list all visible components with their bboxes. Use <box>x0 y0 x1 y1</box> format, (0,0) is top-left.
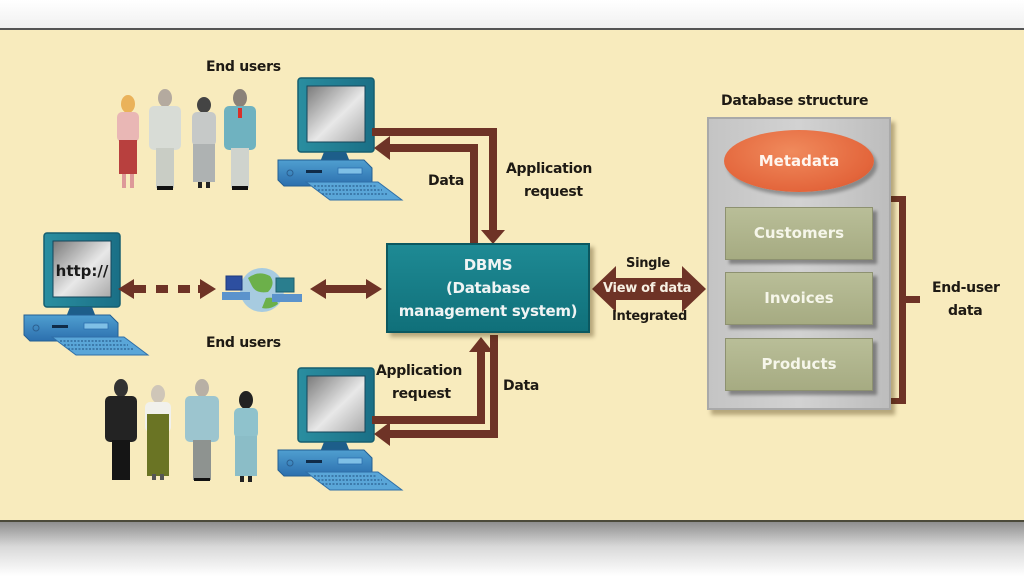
top-end-users-figures <box>117 89 256 190</box>
bottom-end-users-figures <box>105 379 258 482</box>
table-customers: Customers <box>725 207 873 260</box>
top-computer-icon <box>277 77 403 201</box>
bottom-data-label: Data <box>503 378 540 394</box>
person-icon <box>105 379 137 480</box>
view-of-data-arrow <box>592 266 706 312</box>
top-request-label-line1: Application <box>506 161 592 177</box>
web-left-arrowhead <box>118 279 134 299</box>
view-single-label: Single <box>626 256 670 271</box>
view-of-data-label: View of data <box>603 281 692 296</box>
dbms-subtitle-line1: (Database <box>446 279 530 297</box>
arrows <box>118 128 920 446</box>
person-icon <box>117 95 139 188</box>
person-icon <box>185 379 219 481</box>
person-icon <box>224 89 256 190</box>
dash <box>178 285 190 293</box>
dash <box>156 285 168 293</box>
end-user-data-label-line2: data <box>948 303 983 319</box>
top-data-arrow <box>374 136 478 243</box>
table-invoices: Invoices <box>725 272 873 325</box>
person-icon <box>149 89 181 190</box>
network-globe-icon <box>222 268 302 312</box>
database-structure-title: Database structure <box>721 93 869 109</box>
dbms-box: DBMS (Database management system) <box>386 243 590 333</box>
top-request-label-line2: request <box>524 184 583 200</box>
view-integrated-label: Integrated <box>612 309 687 324</box>
table-products: Products <box>725 338 873 391</box>
top-request-arrow <box>372 128 505 244</box>
bottom-data-arrow <box>374 335 498 446</box>
end-user-data-bracket <box>872 196 920 404</box>
person-icon <box>192 97 216 188</box>
globe-dbms-arrow <box>310 279 382 299</box>
web-screen-text: http:// <box>56 262 109 280</box>
end-user-data-label-line1: End-user <box>932 280 1000 296</box>
dash <box>134 285 146 293</box>
dbms-title: DBMS <box>463 256 513 274</box>
bottom-request-arrow <box>372 337 493 424</box>
top-data-label: Data <box>428 173 465 189</box>
person-icon <box>234 391 258 482</box>
dbms-subtitle-line2: management system) <box>398 302 578 320</box>
web-right-arrowhead <box>198 279 216 299</box>
middle-end-users-label: End users <box>206 335 281 351</box>
bottom-shadow <box>0 522 1024 576</box>
top-end-users-label: End users <box>206 59 281 75</box>
top-shadow <box>0 0 1024 28</box>
person-icon <box>145 385 171 480</box>
bottom-request-label-line1: Application <box>376 363 462 379</box>
metadata-ellipse: Metadata <box>724 130 874 192</box>
bottom-request-label-line2: request <box>392 386 451 402</box>
